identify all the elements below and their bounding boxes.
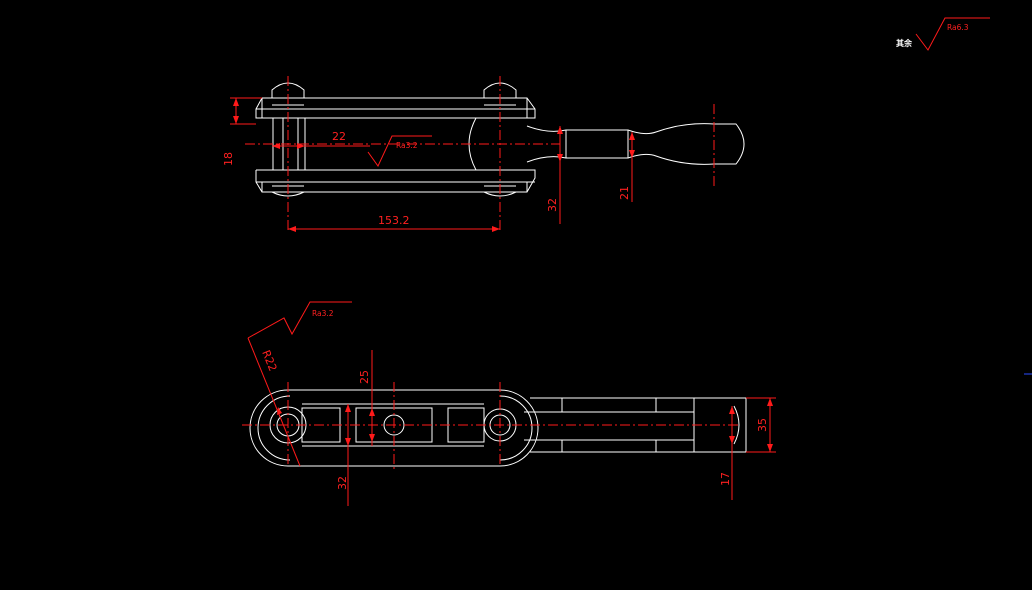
dim-length: 153.2 xyxy=(288,214,500,232)
dim-thickness-bottom: 32 xyxy=(336,404,351,506)
general-roughness-symbol: 其余 Ra6.3 xyxy=(896,17,990,51)
dim-radius-label: R22 xyxy=(259,348,279,373)
dim-slot-label: 25 xyxy=(358,370,371,384)
general-finish-value: Ra6.3 xyxy=(947,23,969,32)
dim-neck: 21 xyxy=(618,132,635,202)
dim-thickness-label: 32 xyxy=(546,198,559,212)
dim-pin-offset-label: 22 xyxy=(332,130,346,143)
top-view-centerlines xyxy=(245,76,715,232)
general-finish-label: 其余 xyxy=(896,38,913,48)
dim-length-label: 153.2 xyxy=(378,214,410,227)
bottom-view-outline xyxy=(249,389,747,467)
dim-neck-label: 21 xyxy=(618,186,631,200)
top-roughness-value: Ra3.2 xyxy=(396,141,418,150)
top-roughness-symbol: Ra3.2 xyxy=(367,135,432,167)
dim-height: 18 xyxy=(222,97,262,166)
bottom-roughness-symbol: Ra3.2 xyxy=(247,301,352,339)
roughness-check-icon xyxy=(915,17,990,51)
dim-thickness: 32 xyxy=(546,126,563,224)
dim-height-label: 18 xyxy=(222,152,235,166)
dim-thickness-bottom-label: 32 xyxy=(336,476,349,490)
bottom-view-centerlines xyxy=(242,382,740,470)
bottom-view: Ra3.2 R22 25 32 35 xyxy=(242,301,776,506)
dim-slot: 25 xyxy=(358,350,375,446)
dim-radius: R22 xyxy=(247,337,301,467)
dim-end-slot-label: 17 xyxy=(719,472,732,486)
dim-end-width: 35 xyxy=(746,397,776,453)
dim-end-slot: 17 xyxy=(719,406,735,500)
dim-end-width-label: 35 xyxy=(756,418,769,432)
dim-pin-offset: 22 xyxy=(272,130,370,149)
bottom-roughness-value: Ra3.2 xyxy=(312,309,334,318)
top-view: 18 22 Ra3.2 153.2 32 xyxy=(222,76,745,232)
